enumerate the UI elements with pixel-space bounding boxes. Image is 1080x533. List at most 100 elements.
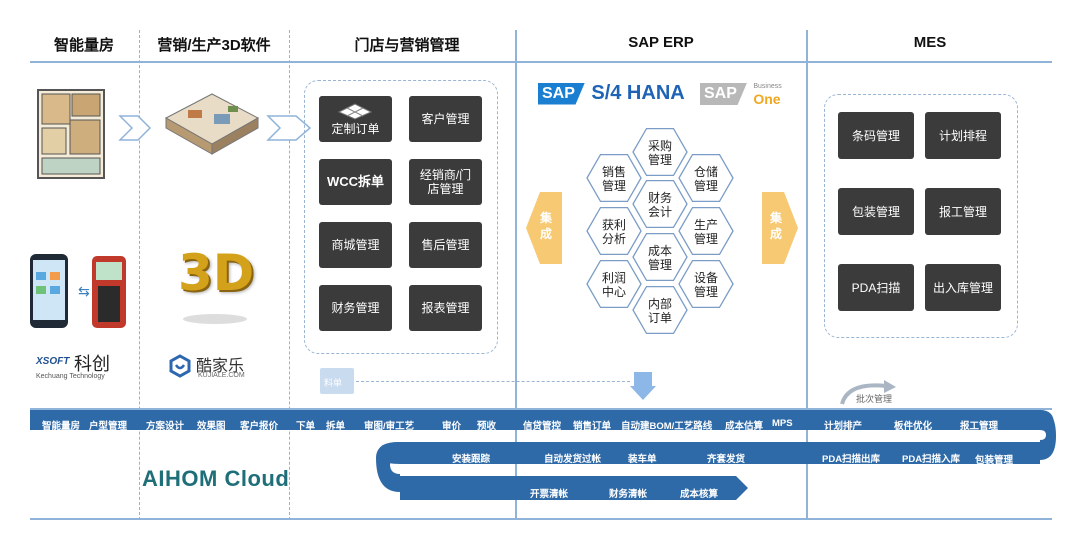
sap-s4hana-name: S/4 HANA [591, 82, 685, 104]
flow-chevron-1 [118, 115, 152, 141]
flow-chevron-2 [266, 115, 312, 141]
house-3d-render [164, 93, 260, 155]
xsoft-cn-name: 科创 [74, 354, 110, 374]
flow-step-pda-outbound: PDA扫描出库 [822, 454, 881, 465]
module-custom-order[interactable]: 定制订单 [319, 96, 392, 142]
erp-hex-production[interactable] [678, 206, 734, 256]
sap-b1-business: Business [753, 83, 782, 90]
module-report-mgmt[interactable]: 报表管理 [409, 285, 482, 331]
erp-hex-label-warehouse: 仓储管理 [694, 164, 718, 193]
mes-inout-mgmt[interactable]: 出入库管理 [925, 264, 1001, 311]
svg-text:⇆: ⇆ [78, 284, 90, 300]
mes-plan-scheduling[interactable]: 计划排程 [925, 112, 1001, 159]
kujiale-en-name: KUJIALE.COM [198, 372, 245, 379]
column-divider-2 [289, 30, 290, 520]
sap-badge-s4: SAP [538, 82, 585, 105]
flow-step-review-drawing: 审图/审工艺 [364, 421, 415, 432]
phone-and-measure-image: ⇆ [30, 254, 126, 328]
flow-step-plan-production: 计划排产 [824, 421, 863, 432]
erp-hex-label-sales: 销售管理 [602, 164, 626, 193]
erp-hex-profitability[interactable] [586, 206, 642, 256]
flow-step-credit: 信贷管控 [523, 421, 562, 432]
integration-label-right: 集成 [770, 211, 783, 241]
flow-step-order: 下单 [296, 421, 316, 432]
sap-b1-one: One [753, 91, 781, 107]
column-title-store: 门店与营销管理 [354, 37, 460, 54]
mes-barcode-mgmt[interactable]: 条码管理 [838, 112, 914, 159]
column-divider-3 [515, 30, 517, 520]
sap-badge-b1: SAP [700, 83, 747, 105]
mes-modules-frame [824, 94, 1018, 338]
erp-hex-internal-order[interactable] [632, 285, 688, 335]
flow-step-packing: 包装管理 [975, 455, 1014, 466]
module-mall-mgmt[interactable]: 商城管理 [319, 222, 392, 268]
module-custom-order-label: 定制订单 [331, 122, 380, 136]
erp-hex-label-fin-accounting: 财务会计 [648, 190, 672, 219]
store-modules-frame [304, 80, 498, 354]
mes-pda-scan[interactable]: PDA扫描 [838, 264, 914, 311]
mes-packing-mgmt[interactable]: 包装管理 [838, 188, 914, 235]
xsoft-prefix: XSOFT [36, 356, 70, 367]
integration-arrow-right [762, 192, 798, 264]
erp-hex-purchase[interactable] [632, 127, 688, 177]
module-wcc-split[interactable]: WCC拆单 [319, 159, 392, 205]
flow-step-cost-estimate: 成本估算 [725, 421, 764, 432]
erp-hex-label-equipment: 设备管理 [694, 271, 718, 299]
flow-step-invoice-clear: 开票清帐 [530, 489, 569, 500]
kujiale-cn-name: 酷家乐 [196, 358, 245, 375]
erp-hex-label-cost: 成本管理 [648, 244, 672, 272]
flow-step-mps: MPS [772, 418, 793, 429]
flow-step-panel-optimize: 板件优化 [894, 421, 933, 432]
threed-logo: 3D [178, 244, 255, 302]
module-dealer-store-mgmt[interactable]: 经销商/门店管理 [409, 159, 482, 205]
integration-arrow-left [526, 192, 562, 264]
material-down-arrow [630, 372, 656, 400]
mes-work-report[interactable]: 报工管理 [925, 188, 1001, 235]
flow-step-kit-shipping: 齐套发货 [707, 454, 746, 465]
flow-step-review-price: 审价 [442, 421, 462, 432]
material-flow-dash [356, 381, 630, 382]
kujiale-mark-icon [169, 354, 191, 378]
erp-hex-label-profitability: 获利分析 [602, 218, 626, 246]
flow-step-sales-order: 销售订单 [573, 421, 612, 432]
flow-bands [30, 410, 1056, 500]
erp-hex-label-profit-center: 利润中心 [602, 271, 626, 299]
erp-hex-equipment[interactable] [678, 259, 734, 309]
column-title-measure: 智能量房 [53, 37, 114, 54]
flow-step-cost-accounting: 成本核算 [680, 489, 719, 500]
flow-step-loading-list: 装车单 [628, 454, 657, 465]
flow-step-render: 效果图 [197, 421, 226, 432]
erp-hex-warehouse[interactable] [678, 153, 734, 203]
erp-hex-fin-accounting[interactable] [632, 179, 688, 229]
blueprint-icon [338, 103, 373, 120]
kujiale-logo: 酷家乐 KUJIALE.COM [168, 352, 268, 384]
flow-step-finance-clear: 财务清帐 [609, 489, 648, 500]
module-customer-mgmt[interactable]: 客户管理 [409, 96, 482, 142]
column-title-mes: MES [913, 34, 947, 51]
flow-step-split: 拆单 [326, 421, 346, 432]
material-list-badge [320, 368, 354, 394]
cloud-product-name: AIHOM Cloud [142, 466, 290, 491]
module-finance-mgmt[interactable]: 财务管理 [319, 285, 392, 331]
batch-curve-arrow [840, 380, 896, 405]
threed-shadow [183, 314, 247, 324]
integration-label-left: 集成 [540, 211, 553, 241]
erp-hex-profit-center[interactable] [586, 259, 642, 309]
flow-step-measure: 智能量房 [42, 421, 81, 432]
flow-step-auto-ship-post: 自动发货过帐 [544, 454, 602, 465]
header-separator-top [30, 61, 1052, 63]
flow-step-install-tracking: 安装跟踪 [452, 454, 491, 465]
column-title-3d: 营销/生产3D软件 [157, 37, 271, 54]
erp-hex-label-production: 生产管理 [694, 218, 718, 246]
floor-plan-image [37, 89, 105, 179]
erp-hex-cost[interactable] [632, 232, 688, 282]
material-list-label: 料单 [324, 378, 343, 388]
erp-hex-sales[interactable] [586, 153, 642, 203]
module-after-sales[interactable]: 售后管理 [409, 222, 482, 268]
flow-separator [30, 408, 1052, 410]
column-title-erp: SAP ERP [628, 34, 694, 51]
footer-separator [30, 518, 1052, 520]
column-divider-4 [806, 30, 808, 520]
flow-step-quote: 客户报价 [240, 421, 279, 432]
column-divider-1 [139, 30, 140, 520]
